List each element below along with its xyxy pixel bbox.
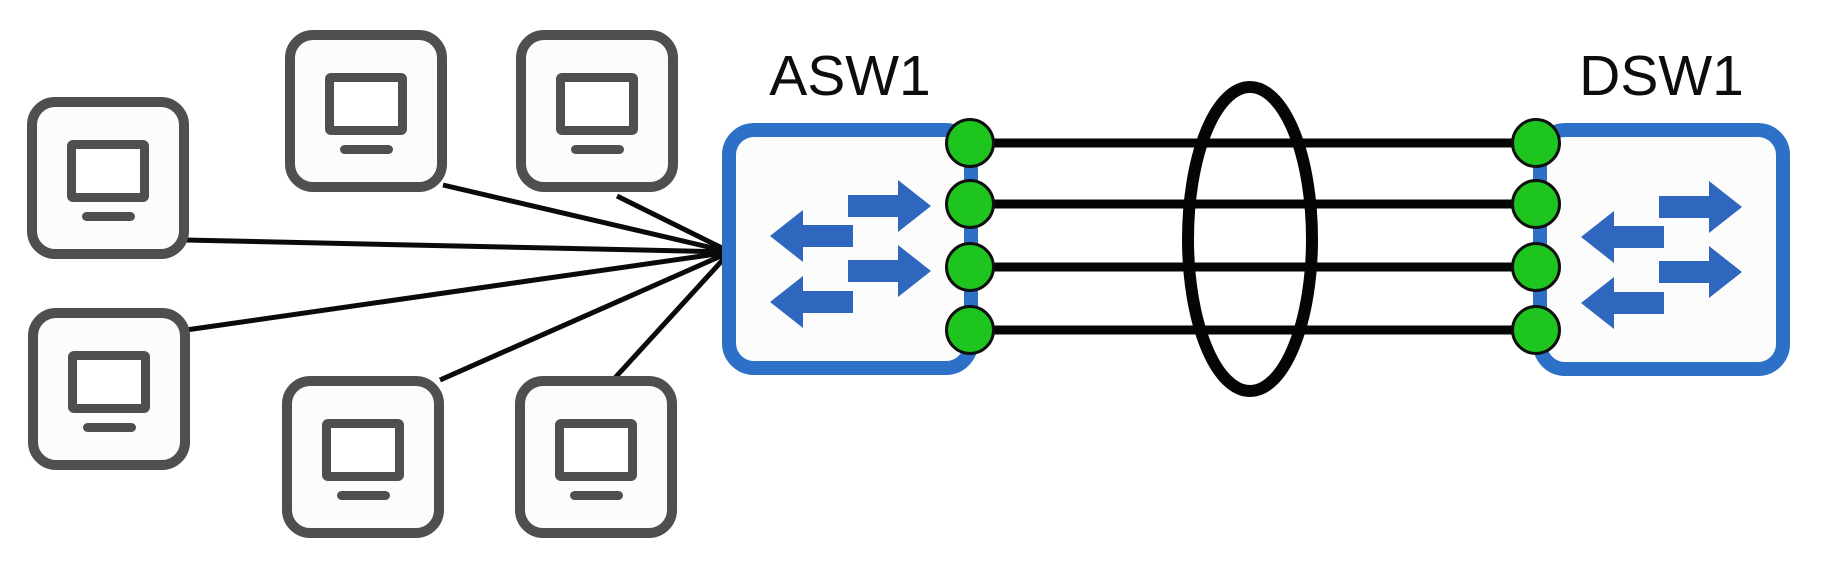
host-pc-2 xyxy=(28,308,190,470)
dsw1-label: DSW1 xyxy=(1579,44,1744,108)
pc-stand-icon xyxy=(336,491,390,500)
port-up-indicator xyxy=(945,118,995,168)
port-up-indicator xyxy=(1511,242,1561,292)
host-pc-1 xyxy=(27,97,189,259)
desktop-pc-icon xyxy=(325,73,407,135)
host-pc-6 xyxy=(515,376,677,538)
port-up-indicator xyxy=(945,179,995,229)
port-up-indicator xyxy=(1511,179,1561,229)
host-link xyxy=(615,193,732,255)
host-pc-5 xyxy=(516,30,678,192)
desktop-pc-icon xyxy=(556,73,638,135)
host-link xyxy=(185,249,731,333)
link-aggregation-ellipse xyxy=(1182,81,1318,397)
desktop-pc-icon xyxy=(67,140,149,202)
pc-stand-icon xyxy=(339,145,393,154)
pc-stand-icon xyxy=(569,491,623,500)
pc-stand-icon xyxy=(82,423,136,432)
port-up-indicator xyxy=(1511,305,1561,355)
port-up-indicator xyxy=(945,305,995,355)
host-link xyxy=(184,237,731,255)
asw1-label: ASW1 xyxy=(769,44,931,108)
pc-stand-icon xyxy=(81,212,135,221)
host-link xyxy=(442,182,731,255)
host-pc-4 xyxy=(282,376,444,538)
uplink-bundle-links xyxy=(970,138,1536,335)
switch-icon xyxy=(769,180,931,328)
host-link xyxy=(611,250,732,382)
host-pc-3 xyxy=(285,30,447,192)
desktop-pc-icon xyxy=(555,419,637,481)
host-links xyxy=(184,182,732,383)
pc-stand-icon xyxy=(570,145,624,154)
port-up-indicator xyxy=(1511,118,1561,168)
switch-asw1 xyxy=(722,123,978,375)
switch-dsw1 xyxy=(1533,123,1790,376)
desktop-pc-icon xyxy=(322,419,404,481)
switch-icon xyxy=(1581,180,1742,329)
desktop-pc-icon xyxy=(68,351,150,413)
host-link xyxy=(438,249,732,383)
port-up-indicator xyxy=(945,242,995,292)
